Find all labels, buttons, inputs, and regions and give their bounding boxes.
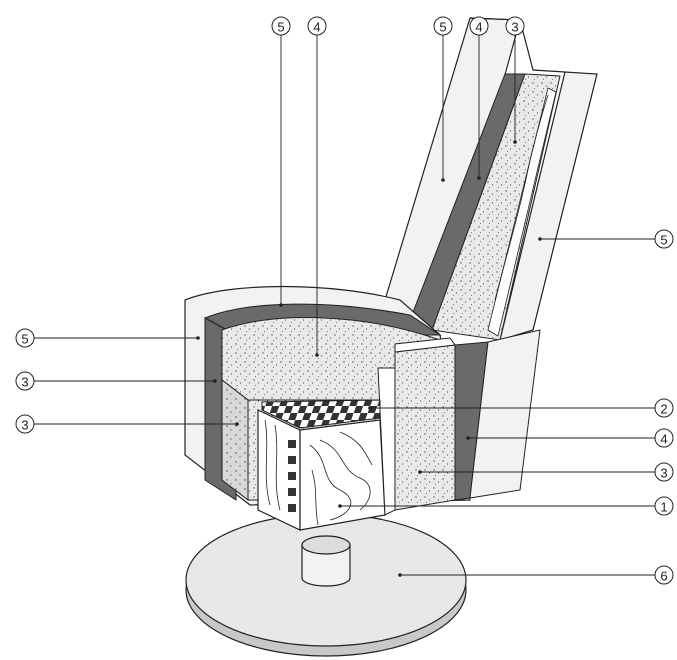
callout-left-5: 5	[21, 332, 28, 347]
pedestal-column	[301, 535, 351, 587]
callout-top-3: 3	[511, 20, 518, 35]
callout-right-1: 1	[660, 500, 667, 515]
callout-right-2: 2	[660, 402, 667, 417]
callout-circles	[15, 16, 674, 585]
callout-top-5b: 5	[439, 20, 446, 35]
wood-frame	[257, 367, 396, 531]
callout-right-3: 3	[660, 466, 667, 481]
callout-top-4b: 4	[475, 20, 482, 35]
callout-right-6: 6	[660, 569, 667, 584]
leader-lines	[34, 35, 655, 576]
callout-top-4a: 4	[313, 20, 320, 35]
callout-right-5: 5	[660, 233, 667, 248]
spring-layer	[261, 399, 381, 429]
callout-left-3a: 3	[21, 375, 28, 390]
backrest-foam-layer	[431, 73, 561, 341]
callout-right-4: 4	[660, 432, 667, 447]
callout-top-5a: 5	[277, 20, 284, 35]
front-panel	[394, 329, 541, 511]
callout-left-3b: 3	[21, 418, 28, 433]
leader-dots	[196, 140, 542, 577]
